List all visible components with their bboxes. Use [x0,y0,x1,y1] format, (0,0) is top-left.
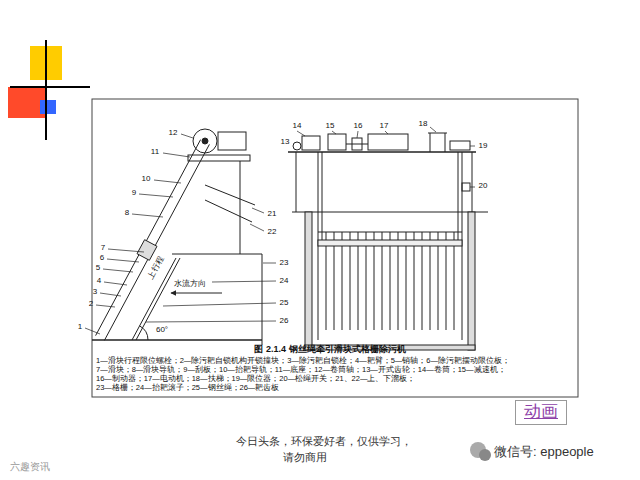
callout-number: 19 [479,142,488,150]
slide-decoration [8,40,90,140]
watermark-note: 今日头条，环保爱好者，仅供学习， [236,436,412,447]
callout-number: 5 [96,264,100,272]
callout-number: 16 [354,122,363,130]
callout-number: 22 [268,228,277,236]
callout-number: 7 [101,244,105,252]
callout-number: 23 [280,259,289,267]
callout-number: 1 [78,323,82,331]
callout-number: 2 [89,300,93,308]
callout-number: 8 [125,209,129,217]
side-view [92,129,262,345]
leader-lines [85,127,475,334]
callout-number: 25 [280,299,289,307]
callout-number: 13 [281,138,290,146]
callout-number: 4 [97,277,101,285]
figure-frame [92,99,578,397]
callout-number: 10 [142,175,151,183]
callout-number: 15 [326,122,335,130]
parts-key: 1—滑块行程限位螺栓；2—除污耙自锁机构开锁撞块；3—除污耙自锁栓；4—耙臂；5… [96,357,510,365]
watermark-brand: 六趣资讯 [10,462,50,472]
callout-number: 17 [380,122,389,130]
callout-number: 9 [132,189,136,197]
wechat-icon [470,442,491,461]
callout-number: 24 [280,277,289,285]
callout-number: 3 [93,288,97,296]
callout-number: 21 [268,210,277,218]
watermark-account: 微信号: eppeople [494,445,594,458]
figure-caption: 图 2.1.4 钢丝绳牵引滑块式格栅除污机 [254,345,405,354]
animation-button: 动画 [515,400,567,425]
callout-number: 14 [293,122,302,130]
angle-label: 60° [156,326,168,334]
parts-key: 23—格栅；24—抬耙滚子；25—钢丝绳；26—耙齿板 [96,384,279,392]
callout-number: 20 [479,182,488,190]
callout-number: 18 [419,120,428,128]
callout-number: 11 [151,148,159,156]
parts-key: 16—制动器；17—电动机；18—扶梯；19—限位器；20—松绳开关；21、22… [96,375,415,383]
callout-number: 6 [100,254,104,262]
callout-number: 26 [280,317,289,325]
front-view [288,133,488,350]
parts-key: 7—滑块；8—滑块导轨；9—刮板；10—抬耙导轨；11—底座；12—卷筒轴；13… [96,366,506,374]
watermark-note: 请勿商用 [283,452,327,463]
flow-label: 水流方向 [174,280,206,288]
callout-number: 12 [169,129,178,137]
button-text: 动画 [524,402,558,422]
